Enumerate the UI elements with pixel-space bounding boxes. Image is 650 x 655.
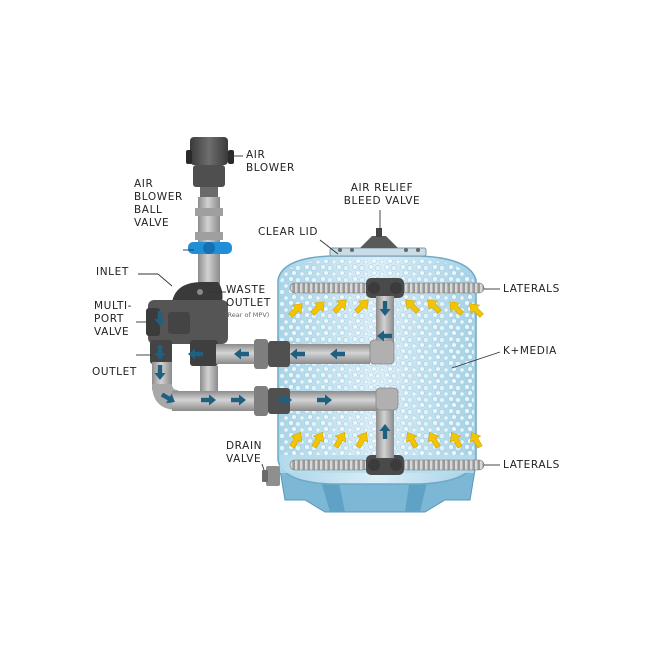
yellow-air-arrow-icon bbox=[449, 301, 464, 316]
inlet-label: INLET bbox=[96, 266, 129, 278]
multiport-valve-label: MULTI- PORT VALVE bbox=[94, 300, 132, 339]
air-blower bbox=[186, 137, 234, 197]
blue-flow-arrow-icon bbox=[377, 330, 392, 342]
waste-outlet-note: (Rear of MPV) bbox=[225, 311, 270, 319]
blue-flow-arrow-icon bbox=[154, 365, 166, 380]
waste-outlet-label-line-2: OUTLET bbox=[226, 297, 271, 309]
clear-lid-label: CLEAR LID bbox=[258, 226, 319, 238]
air-arrows bbox=[288, 299, 484, 449]
blue-flow-arrow-icon bbox=[154, 311, 166, 326]
multiport-label-line-2: PORT bbox=[94, 313, 124, 325]
air-relief-label-line-2: BLEED VALVE bbox=[343, 195, 421, 207]
yellow-air-arrow-icon bbox=[289, 431, 303, 449]
multiport-label-line-1: MULTI- bbox=[94, 300, 133, 312]
multiport-valve bbox=[146, 282, 228, 366]
air-blower-ball-valve bbox=[188, 242, 232, 254]
blue-flow-arrow-icon bbox=[379, 424, 391, 439]
air-relief-bleed-valve bbox=[338, 228, 420, 252]
ball-valve-label-line-1: AIR bbox=[134, 178, 154, 190]
blue-flow-arrow-icon bbox=[379, 301, 391, 316]
drain-valve-label-line-1: DRAIN bbox=[226, 440, 263, 452]
ball-valve-label-line-4: VALVE bbox=[134, 217, 170, 229]
yellow-air-arrow-icon bbox=[427, 299, 442, 314]
multiport-label-line-3: VALVE bbox=[94, 326, 130, 338]
k-media-label: K+MEDIA bbox=[503, 345, 557, 357]
waste-outlet-label: WASTE OUTLET bbox=[226, 284, 271, 310]
yellow-air-arrow-icon bbox=[288, 303, 303, 318]
laterals-bottom-label: LATERALS bbox=[503, 459, 560, 471]
yellow-air-arrow-icon bbox=[427, 431, 441, 449]
clear-lid bbox=[329, 247, 427, 257]
leader-lines bbox=[136, 155, 501, 471]
drain-valve-label-line-2: VALVE bbox=[226, 453, 262, 465]
ball-valve-label-line-2: BLOWER bbox=[134, 191, 183, 203]
yellow-air-arrow-icon bbox=[311, 431, 325, 449]
flow-arrows bbox=[154, 301, 392, 439]
air-blower-label-line-1: AIR bbox=[246, 149, 266, 161]
yellow-air-arrow-icon bbox=[310, 301, 325, 316]
blue-flow-arrow-icon bbox=[330, 348, 345, 360]
blue-flow-arrow-icon bbox=[290, 348, 305, 360]
blue-flow-arrow-icon bbox=[154, 345, 166, 360]
yellow-air-arrow-icon bbox=[332, 299, 347, 314]
yellow-air-arrow-icon bbox=[469, 431, 483, 449]
yellow-air-arrow-icon bbox=[354, 299, 369, 314]
blue-flow-arrow-icon bbox=[234, 348, 249, 360]
drain-valve bbox=[262, 466, 280, 486]
yellow-air-arrow-icon bbox=[405, 299, 420, 314]
air-relief-label: AIR RELIEF BLEED VALVE bbox=[340, 182, 424, 208]
yellow-air-arrow-icon bbox=[449, 431, 463, 449]
top-laterals bbox=[289, 278, 485, 298]
outlet-label: OUTLET bbox=[92, 366, 137, 378]
waste-outlet-label-line-1: WASTE bbox=[226, 284, 266, 296]
yellow-air-arrow-icon bbox=[333, 431, 347, 449]
laterals-top-label: LATERALS bbox=[503, 283, 560, 295]
bottom-laterals bbox=[289, 455, 485, 475]
blue-flow-arrow-icon bbox=[277, 394, 292, 406]
blue-flow-arrow-icon bbox=[160, 392, 175, 404]
blue-flow-arrow-icon bbox=[231, 394, 246, 406]
air-blower-ball-valve-label: AIR BLOWER BALL VALVE bbox=[134, 178, 183, 230]
blue-flow-arrow-icon bbox=[188, 348, 203, 360]
air-relief-label-line-1: AIR RELIEF bbox=[350, 182, 414, 194]
yellow-air-arrow-icon bbox=[469, 303, 484, 318]
yellow-air-arrow-icon bbox=[355, 431, 369, 449]
blue-flow-arrow-icon bbox=[317, 394, 332, 406]
drain-valve-label: DRAIN VALVE bbox=[226, 440, 262, 466]
yellow-air-arrow-icon bbox=[405, 431, 419, 449]
ball-valve-label-line-3: BALL bbox=[134, 204, 163, 216]
air-blower-label-line-2: BLOWER bbox=[246, 162, 295, 174]
air-blower-label: AIR BLOWER bbox=[246, 149, 295, 175]
blue-flow-arrow-icon bbox=[201, 394, 216, 406]
